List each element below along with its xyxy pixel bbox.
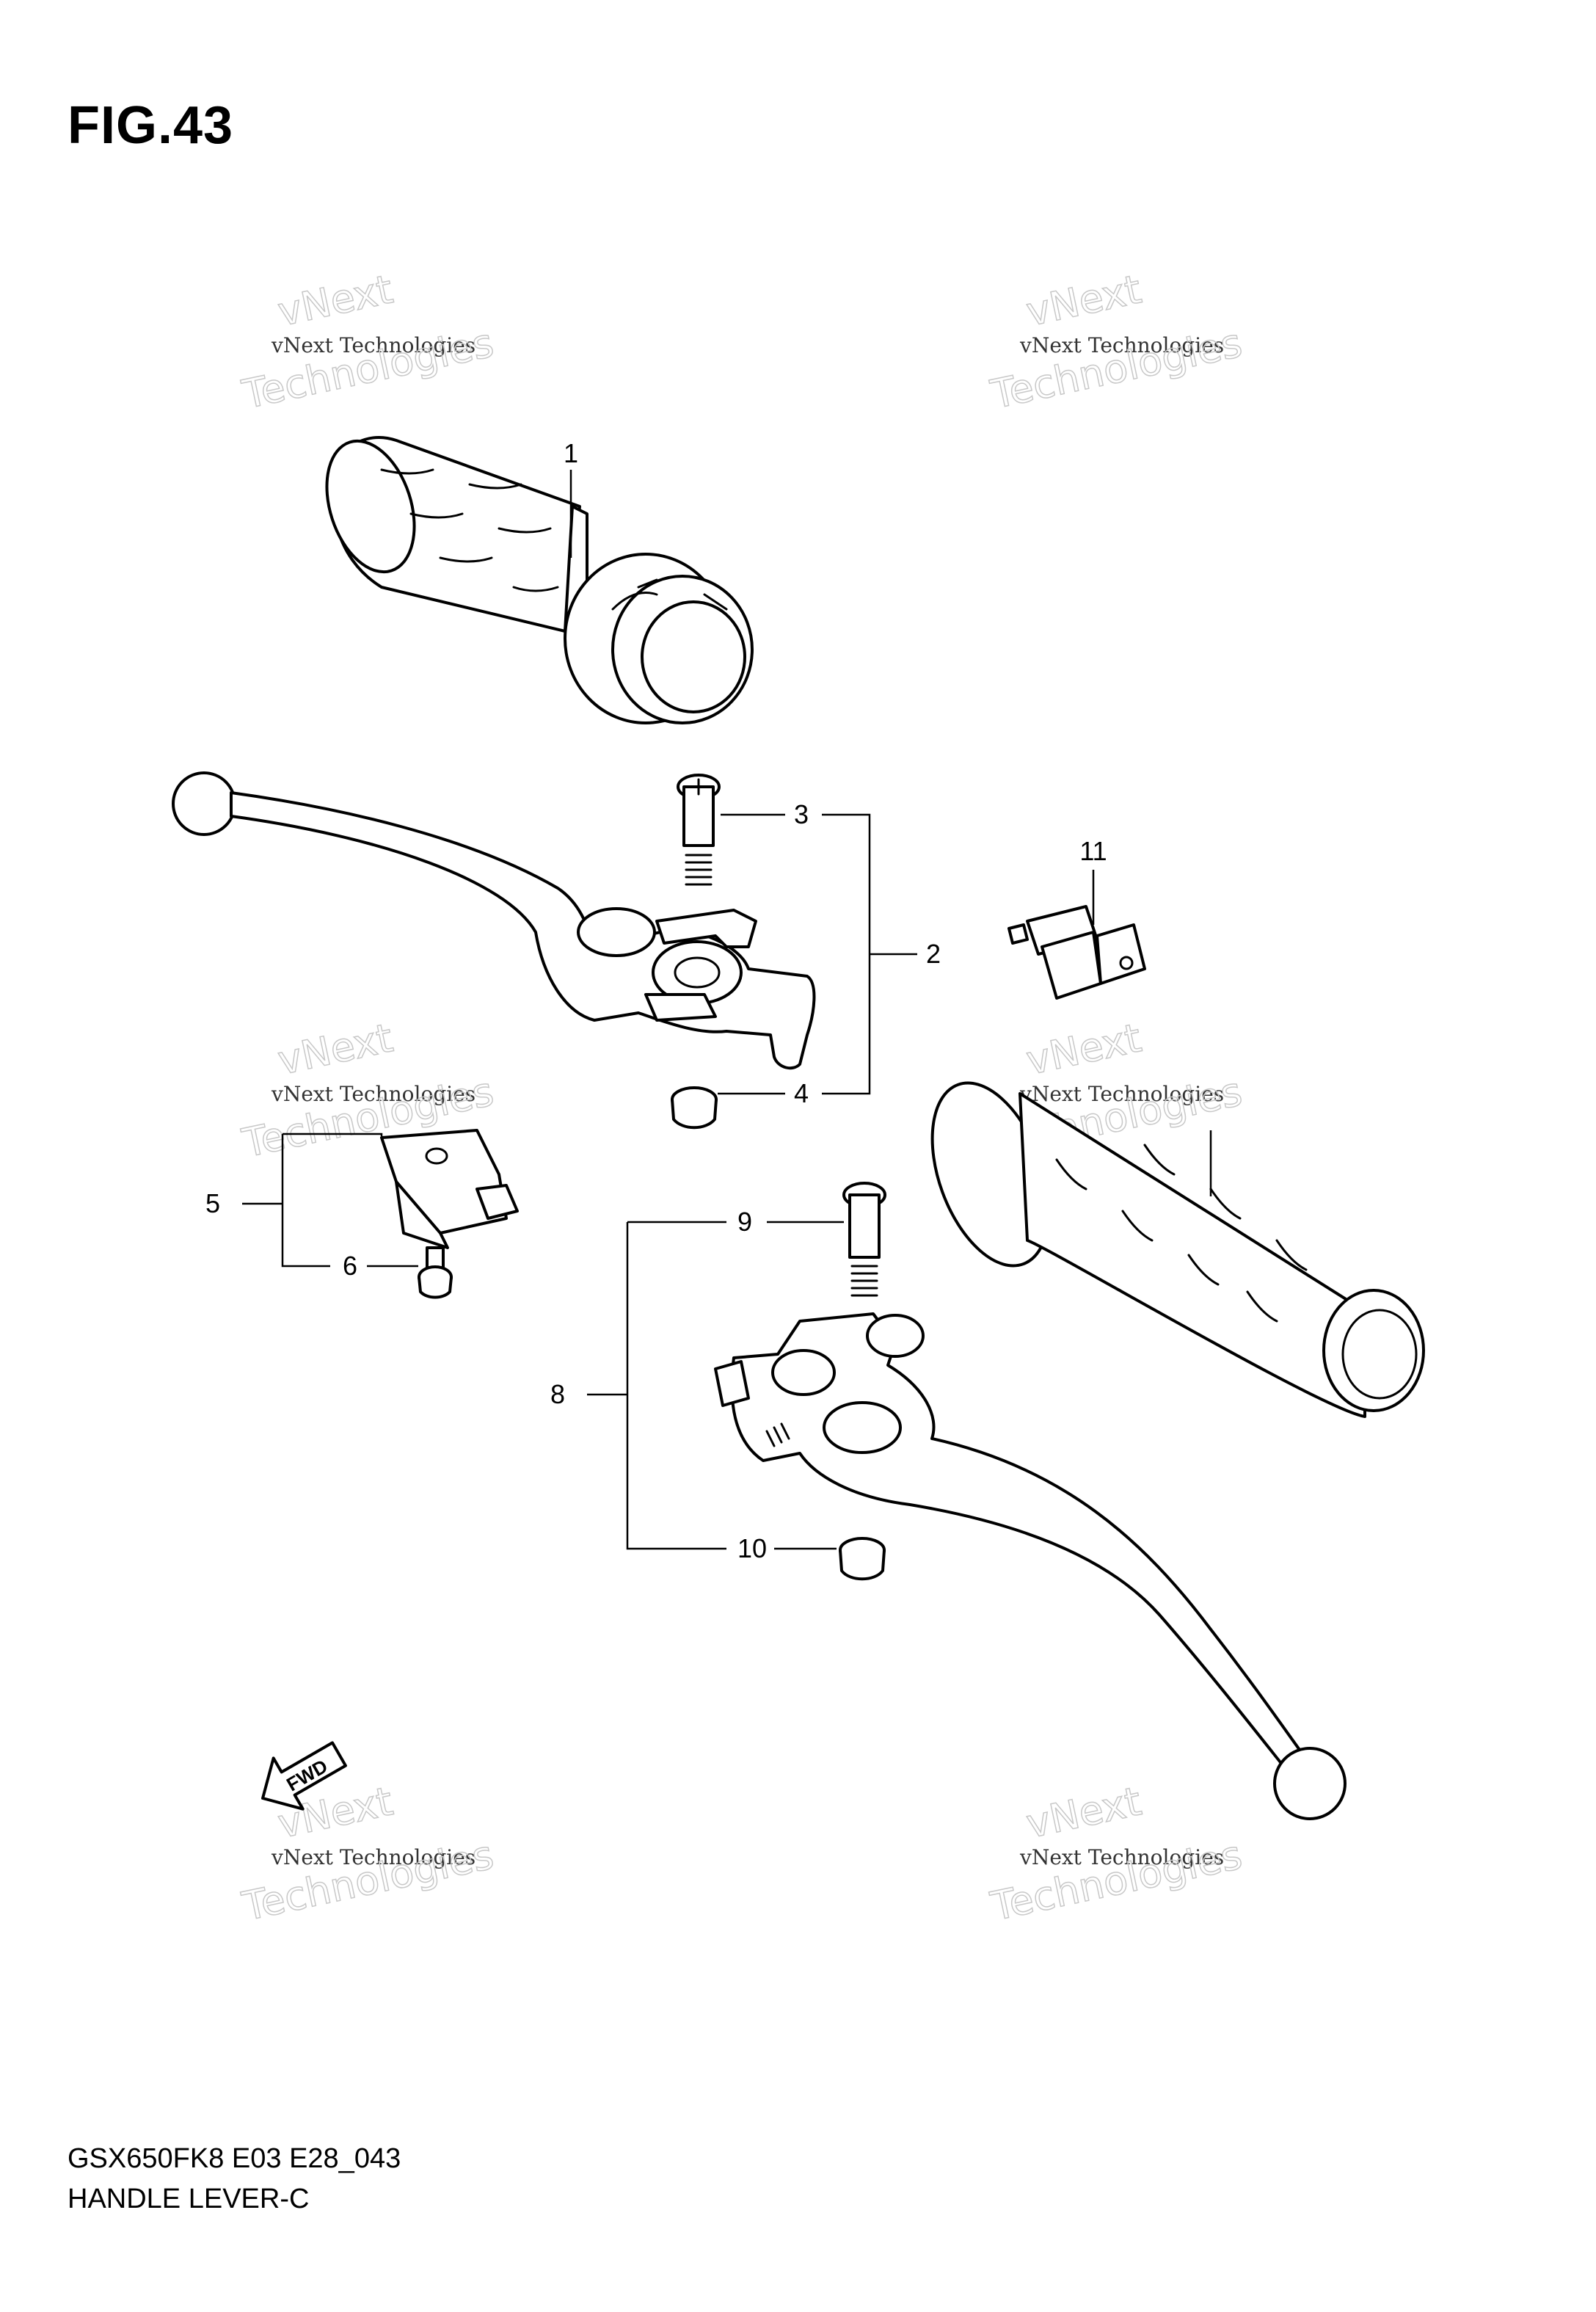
watermark-text: vNext Technologies	[1019, 1082, 1224, 1106]
watermark-text: vNext Technologies	[271, 1845, 475, 1869]
callout-6: 6	[343, 1251, 357, 1281]
model-code: GSX650FK8 E03 E28_043	[68, 2143, 401, 2174]
watermark-text: vNext	[1022, 1014, 1145, 1083]
watermark-top-left: vNext vNext Technologies Technologies	[238, 266, 498, 419]
pivot-bolt-lower-part	[842, 1182, 886, 1297]
callout-5: 5	[205, 1188, 220, 1218]
callout-3: 3	[794, 799, 809, 829]
callout-2: 2	[926, 939, 941, 969]
callout-4: 4	[794, 1078, 809, 1108]
callout-11: 11	[1079, 836, 1107, 866]
assembly-name: HANDLE LEVER-C	[68, 2184, 310, 2214]
screw-part-6	[418, 1246, 453, 1299]
watermark-text: vNext	[1022, 1778, 1145, 1847]
forward-direction-arrow: FWD	[261, 1741, 347, 1811]
watermark-text: vNext Technologies	[1019, 1845, 1224, 1869]
watermark-bottom-right: vNext vNext Technologies Technologies	[986, 1778, 1247, 1931]
pivot-bolt-upper-part	[677, 774, 721, 886]
nut-lower-part	[839, 1537, 886, 1581]
throttle-grip-part	[325, 436, 754, 724]
watermark-text: vNext	[274, 1014, 396, 1083]
upper-lever-part	[172, 771, 816, 1070]
watermark-text: vNext Technologies	[271, 333, 475, 357]
nut-upper-part	[671, 1086, 718, 1130]
watermark-text: vNext Technologies	[1019, 333, 1224, 357]
callout-1: 1	[564, 438, 578, 468]
watermark-top-right: vNext vNext Technologies Technologies	[986, 266, 1247, 419]
switch-part-5	[380, 1129, 519, 1249]
callout-8: 8	[550, 1379, 565, 1409]
figure-title: FIG.43	[68, 96, 234, 155]
callout-9: 9	[737, 1207, 752, 1237]
lower-lever-part	[714, 1312, 1347, 1820]
handlebar-grip-part	[930, 1081, 1425, 1418]
watermark-text: vNext	[1022, 266, 1145, 335]
watermark-bottom-left: vNext vNext Technologies Technologies	[238, 1778, 498, 1931]
leader-lines	[242, 470, 1212, 1550]
callout-10: 10	[737, 1533, 767, 1563]
watermark-text: vNext	[274, 266, 396, 335]
switch-part-11	[1007, 905, 1146, 1000]
watermark-text: vNext Technologies	[271, 1082, 475, 1106]
